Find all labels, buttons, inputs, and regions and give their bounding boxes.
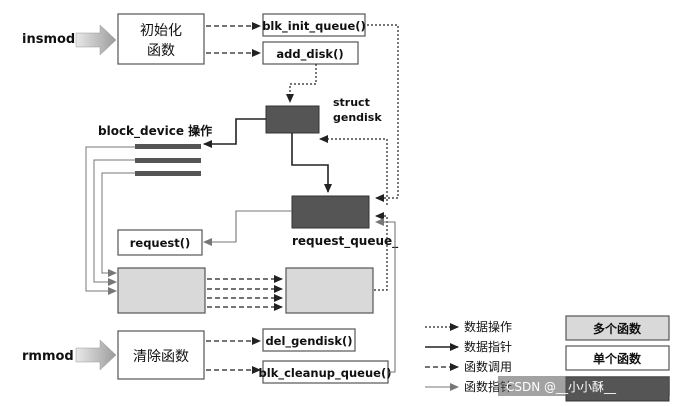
cleanup-to-request-queue: [375, 218, 396, 373]
multi-function-box-left: [117, 267, 206, 314]
gendisk-box: [265, 105, 320, 134]
op2-pointer: [93, 159, 135, 286]
legend-single-func-box: [565, 345, 670, 371]
watermark-text: CSDN @__小小酥__: [506, 380, 617, 394]
multi-function-box-right: [285, 267, 374, 314]
legend-data-ptr-label: 数据指针: [464, 339, 512, 354]
init-function-label-1: 初始化: [140, 22, 182, 39]
gendisk-label-2: gendisk: [333, 111, 382, 124]
legend-single-func-label: 单个函数: [593, 351, 642, 366]
gendisk-to-block-ops: [203, 118, 266, 148]
block-device-ops-label: block_device 操作: [98, 123, 212, 139]
cleanup-function-label: 清除函数: [133, 349, 189, 365]
request-func-label: request(): [130, 236, 191, 250]
add-disk-to-gendisk: [286, 64, 317, 103]
right-box-to-request-queue: [374, 212, 388, 291]
block-op-3: [135, 171, 201, 176]
rmmod-arrow: [75, 339, 117, 371]
op1-pointer: [85, 146, 135, 295]
del-gendisk-box: [262, 328, 356, 352]
blk-cleanup-queue-box: [262, 360, 389, 384]
request-queue-box: [291, 195, 370, 229]
del-gendisk-label: del_gendisk(): [265, 334, 352, 349]
legend-func-call-label: 函数调用: [464, 359, 512, 374]
block-op-2: [135, 158, 201, 163]
watermark-background: [498, 376, 670, 396]
legend-data-op-label: 数据操作: [464, 319, 512, 334]
insmod-arrow: [75, 24, 117, 56]
right-dotted-to-gendisk: [319, 135, 388, 205]
blk-cleanup-queue-label: blk_cleanup_queue(): [259, 366, 392, 381]
op3-pointer: [101, 172, 135, 277]
rmmod-label: rmmod: [22, 349, 74, 364]
gendisk-label-1: struct: [333, 96, 370, 109]
gendisk-to-request-queue: [291, 133, 332, 193]
legend-multi-func-box: [565, 315, 670, 341]
init-function-label-2: 函数: [147, 43, 175, 59]
request-queue-label: request_queue_: [292, 234, 398, 249]
add-disk-label: add_disk(): [276, 47, 343, 62]
init-function-box: [117, 13, 205, 65]
insmod-label: insmod: [22, 32, 75, 47]
request-queue-to-request: [203, 210, 292, 246]
cleanup-function-box: [117, 330, 205, 380]
request-func-box: [117, 229, 203, 256]
add-disk-box: [262, 41, 359, 65]
block-op-1: [135, 144, 201, 149]
blk-init-queue-to-request-queue: [367, 24, 399, 202]
blk-init-queue-box: [262, 13, 366, 37]
blk-init-queue-label: blk_init_queue(): [262, 19, 366, 34]
legend-multi-func-label: 多个函数: [593, 321, 642, 336]
